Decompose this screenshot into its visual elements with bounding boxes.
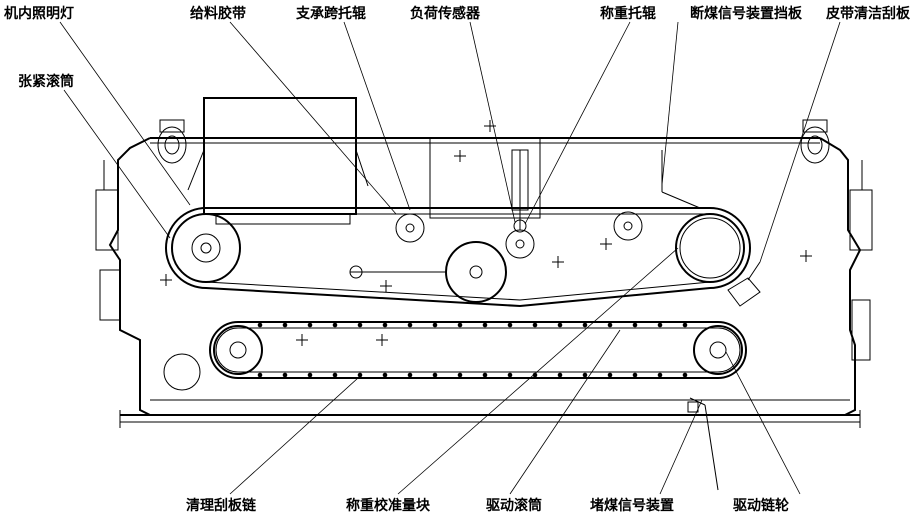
- label-span-idler: 支承跨托辊: [295, 5, 366, 22]
- label-belt-scraper: 皮带清洁刮板: [825, 5, 911, 22]
- drive-roller: [675, 213, 745, 283]
- belt-scraper: [727, 261, 761, 307]
- span-idlers: [395, 211, 643, 243]
- label-calibration-block: 称重校准量块: [346, 497, 431, 514]
- tail-sprocket: [163, 325, 263, 391]
- label-drive-roller: 驱动滚筒: [486, 497, 542, 514]
- tension-roller: [171, 213, 241, 283]
- weigh-idler: [505, 229, 535, 259]
- label-blockage-signal: 堵煤信号装置: [590, 497, 674, 514]
- label-lamp: 机内照明灯: [4, 5, 74, 22]
- feed-hopper: [187, 97, 369, 225]
- label-load-cell: 负荷传感器: [410, 5, 481, 22]
- label-coal-break-baffle: 断煤信号装置挡板: [690, 5, 803, 22]
- coal-break-baffle: [661, 150, 701, 209]
- drive-sprocket: [693, 325, 743, 375]
- label-weigh-idler: 称重托辊: [600, 5, 656, 22]
- label-tension-roller: 张紧滚筒: [18, 73, 74, 90]
- scraper-chain: [209, 321, 747, 379]
- weigh-frame: [429, 137, 541, 233]
- calibration-wheel: [349, 241, 507, 303]
- blockage-signal-device: [687, 397, 719, 491]
- casing: [95, 137, 873, 428]
- lamp-left: [157, 119, 187, 164]
- lamp-right: [800, 119, 830, 164]
- feed-belt: [165, 207, 751, 308]
- label-clean-scraper-chain: 清理刮板链: [186, 497, 257, 514]
- label-feed-belt: 给料胶带: [190, 5, 246, 22]
- label-drive-sprocket: 驱动链轮: [733, 497, 789, 514]
- centre-marks: [160, 120, 812, 346]
